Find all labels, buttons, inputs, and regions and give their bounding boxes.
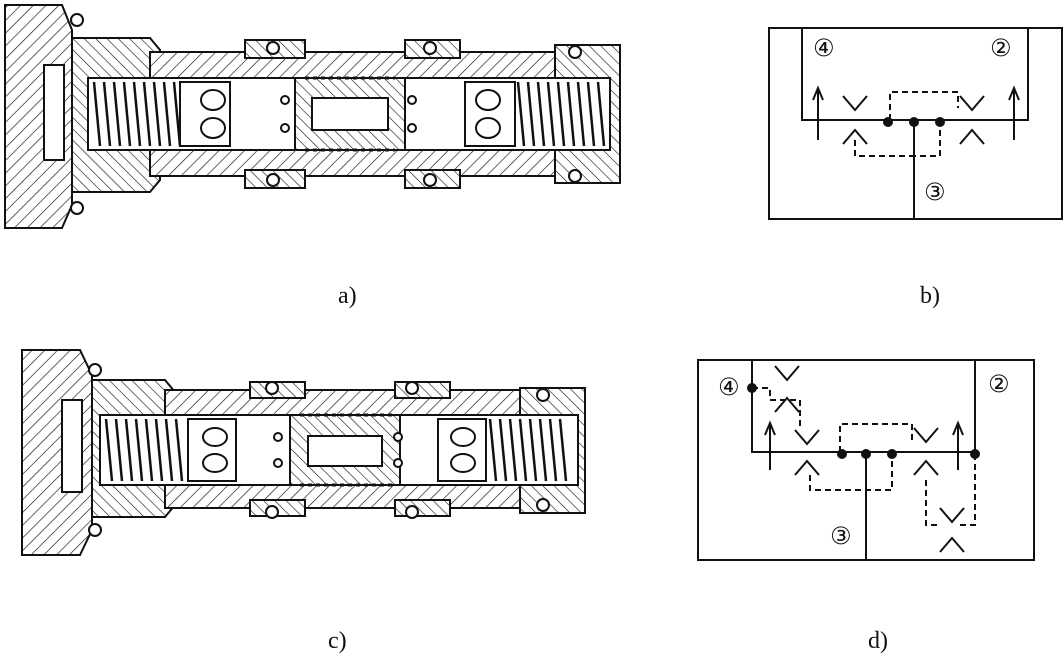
panel-b-port-4-label: ④ [813,34,835,62]
panel-d-caption: d) [868,628,888,654]
panel-d-port-2-label: ② [988,370,1010,398]
panel-d-port-3-label: ③ [830,522,852,550]
panel-c-valve-section [21,349,586,556]
panel-a-valve-section [4,4,621,229]
panel-b-caption: b) [920,283,940,309]
panel-d-symbol [697,359,1035,561]
panel-b-port-3-label: ③ [924,178,946,206]
panel-d-port-4-label: ④ [718,373,740,401]
panel-a-caption: a) [338,283,357,309]
panel-c-caption: c) [328,628,347,654]
panel-b-symbol [768,27,1063,220]
panel-b-port-2-label: ② [990,34,1012,62]
